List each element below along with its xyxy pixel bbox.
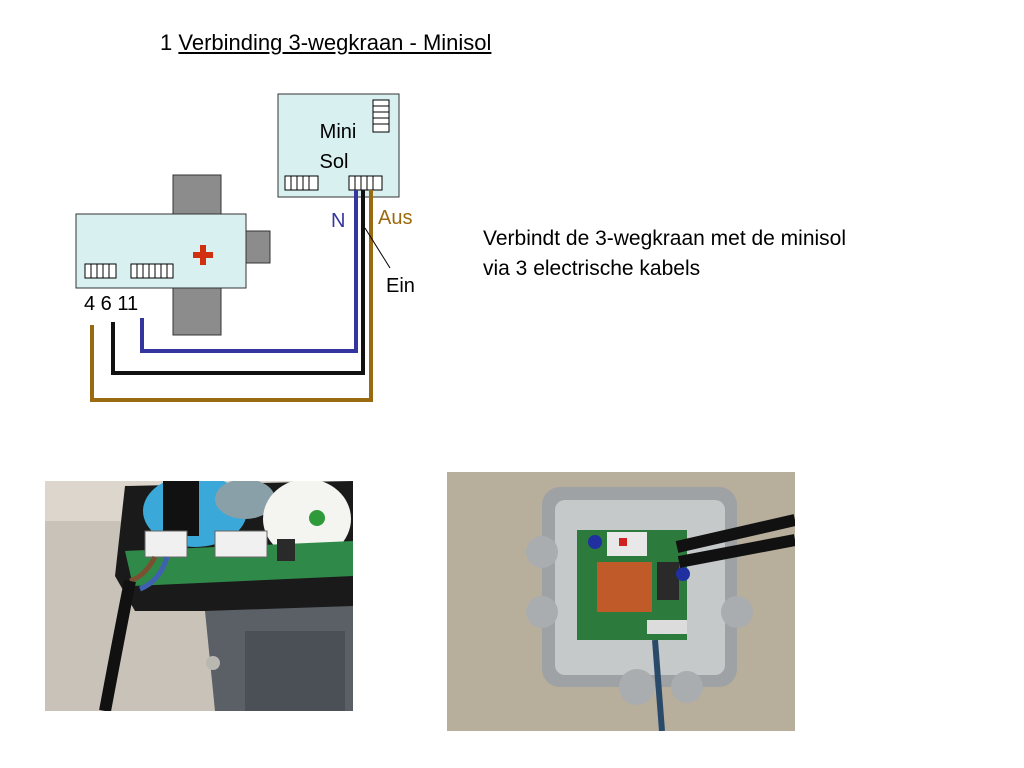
wire-n-label: N <box>331 210 345 232</box>
description: Verbindt de 3-wegkraan met de minisol vi… <box>483 224 953 284</box>
minisol-label-sol: Sol <box>320 151 349 173</box>
description-line2: via 3 electrische kabels <box>483 257 701 280</box>
terminal-labels: 4 6 11 <box>84 293 138 315</box>
slide-title-text: Verbinding 3-wegkraan - Minisol <box>178 30 492 55</box>
valve-terminal-block-left <box>84 263 117 279</box>
slide-title: 1 Verbinding 3-wegkraan - Minisol <box>160 30 491 56</box>
slide-number: 1 <box>160 30 173 55</box>
cross-icon-vertical <box>200 245 206 265</box>
minisol-terminal-right <box>348 175 383 191</box>
minisol-terminal-vertical <box>372 99 390 133</box>
minisol-label-mini: Mini <box>320 121 357 143</box>
valve-stub <box>245 230 271 264</box>
minisol-terminal-left <box>284 175 319 191</box>
valve-terminal-block-right <box>130 263 174 279</box>
wire-aus-label: Aus <box>378 207 412 229</box>
wiring-diagram: 4 6 11 Mini Sol N Aus Ein <box>75 93 415 402</box>
wire-ein <box>111 190 365 375</box>
minisol-junction-box-photo <box>447 472 795 731</box>
ein-leader-line <box>364 227 391 269</box>
valve-actuator-terminal-photo <box>45 481 353 711</box>
wire-ein-label: Ein <box>386 275 415 297</box>
description-line1: Verbindt de 3-wegkraan met de minisol <box>483 227 847 250</box>
wire-aus <box>90 190 373 402</box>
wire-n <box>140 190 358 353</box>
